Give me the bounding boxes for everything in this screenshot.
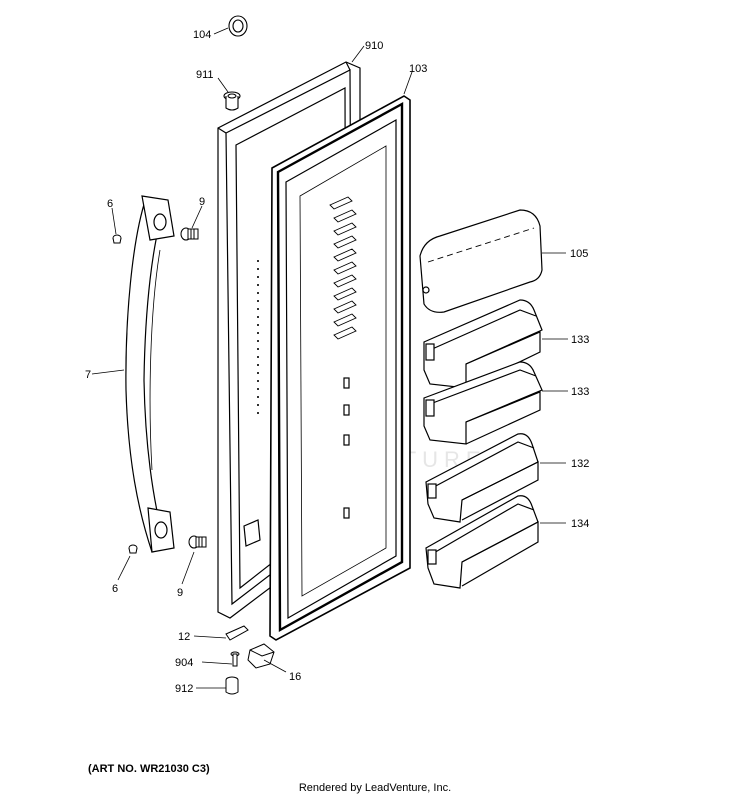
callout-105: 105 (570, 248, 588, 260)
shelf-clips (329, 196, 357, 340)
part-134-bin (425, 495, 539, 589)
leader-lines (91, 27, 568, 689)
rendered-by-credit: Rendered by LeadVenture, Inc. (298, 782, 452, 794)
callout-6-top: 6 (107, 198, 113, 210)
callout-6-bottom: 6 (112, 583, 118, 595)
callout-16: 16 (289, 671, 301, 683)
part-904-screw (230, 651, 240, 667)
callout-103: 103 (409, 63, 427, 75)
part-6-screw-bottom (128, 544, 138, 554)
door-liner (269, 95, 411, 641)
callout-12: 12 (178, 631, 190, 643)
callout-134: 134 (571, 518, 589, 530)
callout-labels: 104 910 911 103 6 9 105 133 7 133 132 13… (85, 29, 589, 695)
bin-slots (343, 377, 350, 519)
part-133-bin-lower (423, 361, 543, 445)
callout-904: 904 (175, 657, 193, 669)
part-912-pin (225, 676, 239, 695)
callout-7: 7 (85, 369, 91, 381)
callout-912: 912 (175, 683, 193, 695)
part-16-hinge-cover (247, 643, 275, 669)
callout-9-bottom: 9 (177, 587, 183, 599)
part-911-bushing (223, 91, 241, 111)
part-132-bin (425, 433, 539, 523)
callout-910: 910 (365, 40, 383, 52)
part-9-stud-top (180, 227, 199, 241)
callout-133-upper: 133 (571, 334, 589, 346)
door-handle (125, 195, 175, 553)
callout-9-top: 9 (199, 196, 205, 208)
callout-104: 104 (193, 29, 211, 41)
part-105-dairy-door (419, 209, 543, 313)
callout-911: 911 (196, 69, 214, 81)
part-12-bracket (225, 625, 249, 641)
part-9-stud-bottom (188, 535, 207, 549)
part-6-screw-top (112, 234, 122, 244)
part-104-washer (228, 15, 248, 37)
callout-132: 132 (571, 458, 589, 470)
callout-133-lower: 133 (571, 386, 589, 398)
art-number: (ART NO. WR21030 C3) (88, 763, 210, 775)
